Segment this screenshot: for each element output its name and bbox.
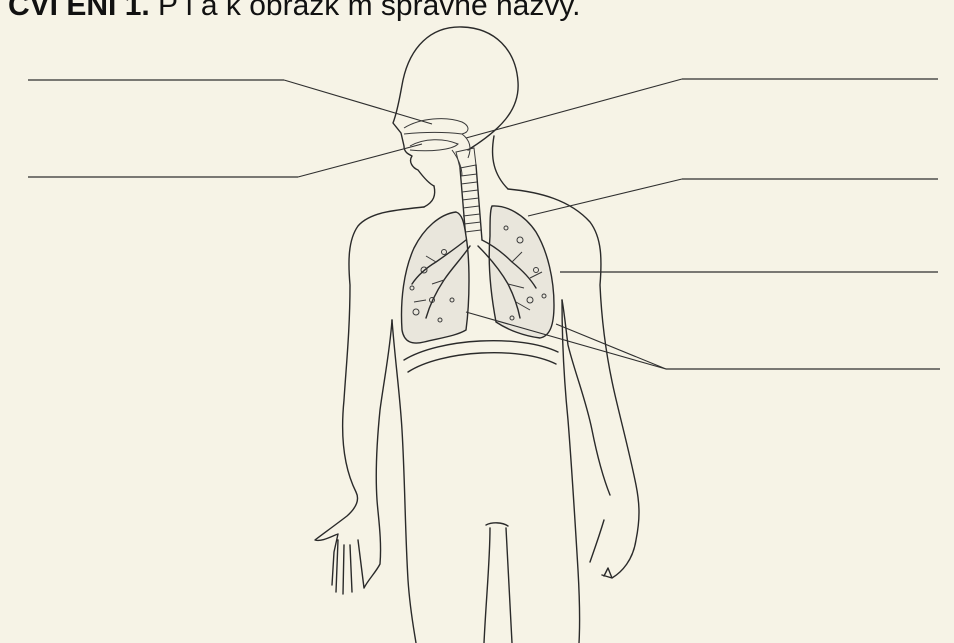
torso-right [562, 300, 580, 643]
neck-right [493, 136, 508, 189]
diaphragm [404, 341, 558, 372]
neck-left [424, 186, 435, 207]
pointer-left-mid [298, 144, 422, 177]
lungs [402, 206, 555, 343]
leg-split [484, 528, 512, 643]
trachea-right-wall [476, 165, 482, 240]
label-lines [28, 79, 940, 369]
body-outline [315, 27, 639, 643]
right-lung [489, 206, 554, 338]
nasal-cavity-shape [404, 119, 468, 134]
pharynx-shape [452, 134, 470, 176]
larynx-shape [456, 148, 476, 168]
torso-left [392, 320, 416, 643]
head-outline [393, 27, 518, 186]
pointer-right-top [466, 79, 682, 138]
pointer-left-top [284, 80, 432, 124]
left-lung [402, 212, 470, 343]
navel-mark [486, 523, 508, 526]
diaphragm-lower [408, 353, 556, 372]
